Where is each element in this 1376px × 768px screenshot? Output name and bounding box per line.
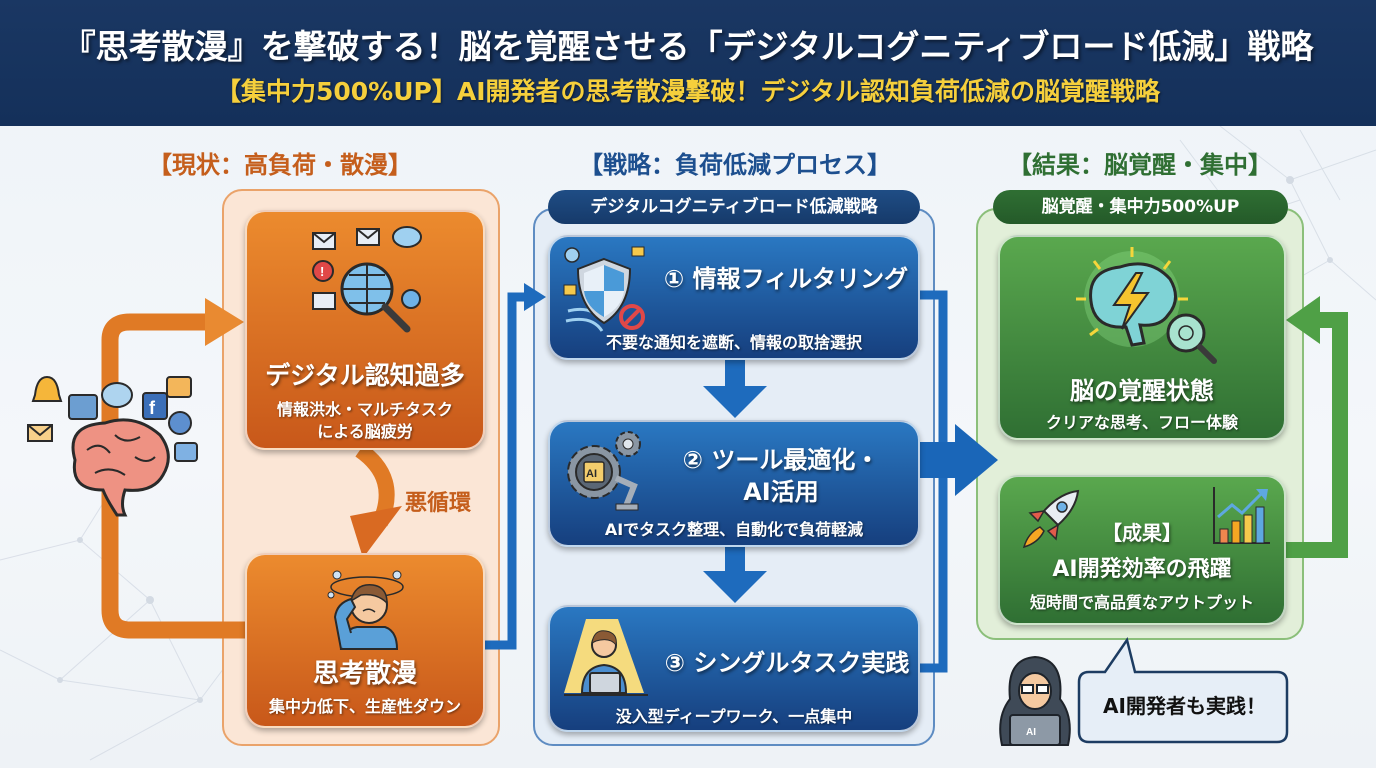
card-title: AI開発効率の飛躍 (1052, 557, 1232, 582)
vicious-circle-arrow (350, 443, 402, 558)
glowing-brain-lightning-icon (1076, 247, 1217, 364)
outcome-label: 【成果】 (1102, 521, 1182, 545)
result-card-outcome: 【成果】 AI開発効率の飛躍 短時間で高品質なアウトプット (998, 475, 1286, 625)
rocket-icon (1022, 489, 1080, 549)
section-heading-strategy: 【戦略：負荷低減プロセス】 (579, 151, 891, 179)
step-desc: 没入型ディープワーク、一点集中 (615, 707, 853, 726)
header-banner: 『思考散漫』を撃破する！脳を覚醒させる「デジタルコグニティブロード低減」戦略 【… (0, 0, 1376, 126)
overloaded-brain-icon: f (27, 375, 198, 517)
main-title: 『思考散漫』を撃破する！脳を覚醒させる「デジタルコグニティブロード低減」戦略 (62, 27, 1314, 66)
globe-magnifier-notifications-icon: ! (312, 226, 422, 333)
result-pill: 脳覚醒・集中力500%UP (993, 190, 1288, 224)
speech-bubble-shape (1077, 637, 1289, 744)
card-digital-overload: ! デジタル認知過多 情報洪水・マルチタスク による脳疲労 (245, 210, 485, 450)
step-desc: AIでタスク整理、自動化で負荷軽減 (604, 520, 864, 539)
subtitle: 【集中力500%UP】AI開発者の思考散漫撃破！デジタル認知負荷低減の脳覚醒戦略 (215, 77, 1160, 106)
svg-text:AI: AI (586, 468, 597, 480)
section-heading-current: 【現状：高負荷・散漫】 (148, 151, 412, 179)
step-card-tool-optimization: AI ② ツール最適化・ AI活用 AIでタスク整理、自動化で負荷軽減 (548, 420, 920, 547)
card-desc: クリアな思考、フロー体験 (1045, 413, 1238, 432)
step-title: ① 情報フィルタリング (663, 265, 909, 293)
card-title: デジタル認知過多 (265, 361, 465, 390)
step-title-line1: ② ツール最適化・ (682, 446, 880, 474)
card-desc: 短時間で高品質なアウトプット (1029, 593, 1254, 612)
svg-text:!: ! (320, 264, 324, 279)
down-arrow-2 (703, 547, 767, 603)
step-card-single-task: ③ シングルタスク実践 没入型ディープワーク、一点集中 (548, 605, 920, 732)
step-title: ③ シングルタスク実践 (664, 649, 910, 677)
step-desc: 不要な通知を遮断、情報の取捨選択 (605, 333, 862, 352)
strategy-pill: デジタルコグニティブロード低減戦略 (548, 190, 920, 224)
card-desc-line2: による脳疲労 (317, 422, 413, 441)
step-title-line2: AI活用 (743, 478, 819, 506)
section-heading-result: 【結果：脳覚醒・集中】 (1008, 151, 1272, 179)
focused-worker-spotlight-icon (564, 619, 648, 696)
step-card-filtering: ① 情報フィルタリング 不要な通知を遮断、情報の取捨選択 (548, 235, 920, 360)
svg-text:AI: AI (1026, 727, 1036, 738)
svg-text:f: f (149, 398, 156, 418)
card-desc-line1: 情報洪水・マルチタスク (276, 400, 453, 419)
growth-chart-icon (1213, 487, 1270, 544)
ai-developer-avatar-icon: AI (999, 655, 1071, 746)
ai-developer-callout: AI開発者も実践！ (1103, 694, 1266, 718)
card-desc: 集中力低下、生産性ダウン (268, 697, 461, 716)
card-title: 脳の覚醒状態 (1070, 377, 1214, 405)
result-card-awakened-brain: 脳の覚醒状態 クリアな思考、フロー体験 (998, 235, 1286, 440)
shield-filter-icon (563, 246, 645, 332)
vicious-circle-label: 悪循環 (405, 491, 472, 516)
ai-gear-robot-arm-icon: AI (567, 431, 641, 511)
card-scattered-thinking: 思考散漫 集中力低下、生産性ダウン (245, 553, 485, 728)
down-arrow-1 (703, 360, 767, 418)
confused-person-icon (327, 570, 404, 650)
card-title: 思考散漫 (312, 659, 417, 689)
